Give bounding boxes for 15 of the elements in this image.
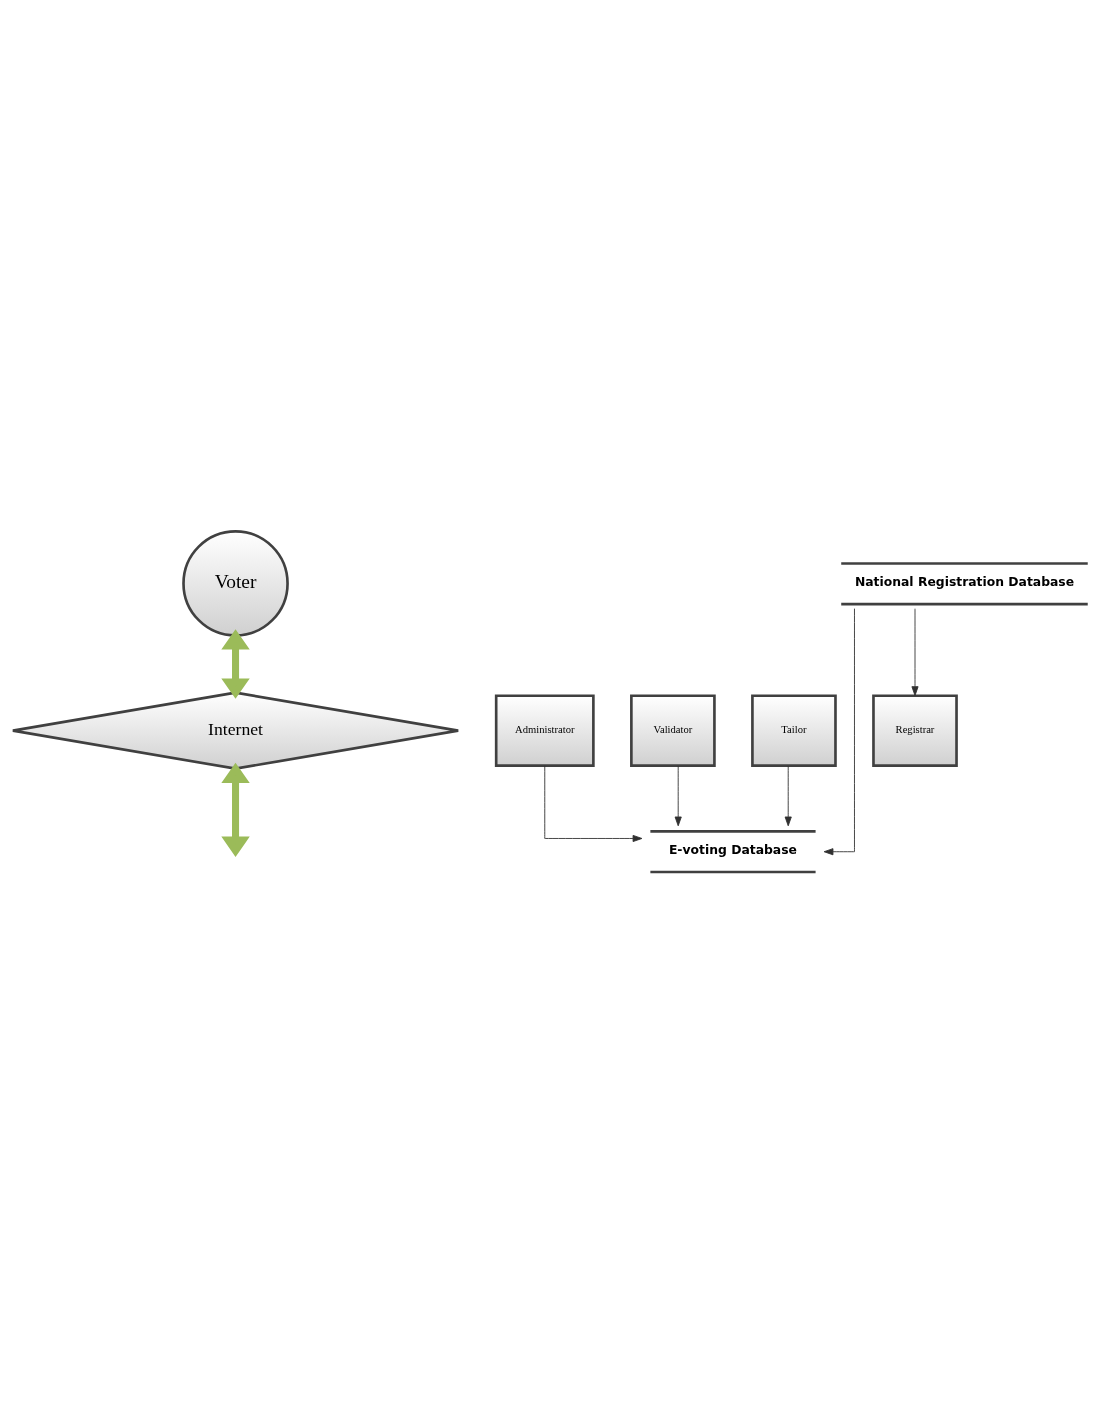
arrow [544, 765, 643, 842]
arrow [784, 765, 792, 827]
node-circle: Voter [182, 530, 289, 637]
node-diamond: Internet [11, 691, 460, 770]
node-box: Validator [630, 694, 716, 767]
node-box: Registrar [872, 694, 958, 767]
node-text: E-voting Database [668, 843, 797, 858]
arrow [823, 608, 855, 856]
arrow [221, 629, 250, 699]
arrow [911, 608, 919, 696]
arrow [674, 765, 682, 827]
node-box: Administrator [494, 694, 595, 767]
node-box: Tailor [751, 694, 837, 767]
arrow [221, 762, 250, 857]
node-text: National Registration Database [854, 575, 1075, 590]
